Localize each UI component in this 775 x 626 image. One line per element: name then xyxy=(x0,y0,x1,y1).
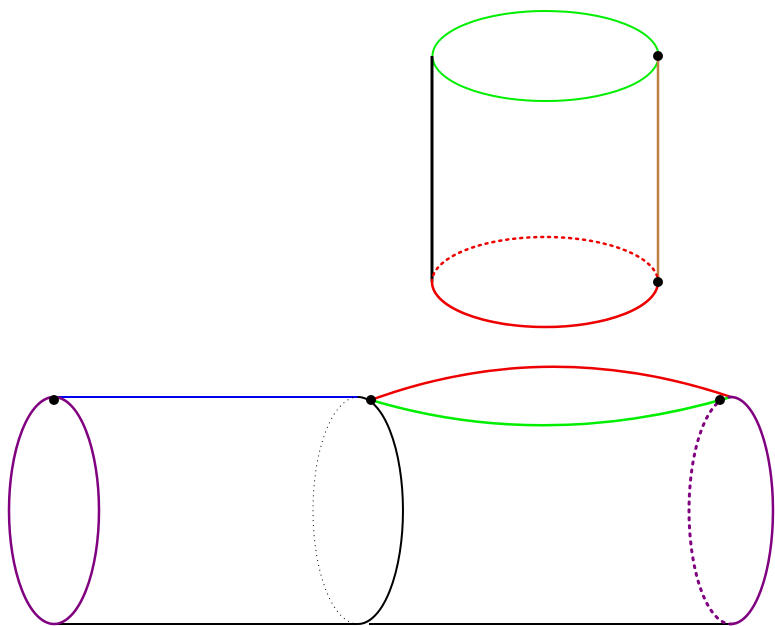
bottom-right-cylinder-vertex-right xyxy=(715,395,725,405)
bottom-right-cylinder-upper-arc xyxy=(370,365,732,402)
bottom-right-cylinder-lower-arc xyxy=(370,395,732,427)
bottom-left-cylinder xyxy=(7,395,404,626)
top-cylinder-bottom-rim-front xyxy=(430,281,660,329)
bottom-right-cylinder-vertex-left xyxy=(366,395,376,405)
bottom-right-cylinder-right-rim-back xyxy=(687,395,733,626)
top-cylinder-bottom-rim-back xyxy=(430,235,660,284)
bottom-right-cylinder xyxy=(366,365,775,626)
top-cylinder-vertex-lower xyxy=(653,277,663,287)
top-cylinder xyxy=(430,10,663,329)
bottom-left-cylinder-right-rim-front xyxy=(357,396,404,625)
bottom-left-cylinder-vertex xyxy=(49,395,59,405)
top-cylinder-top-rim xyxy=(431,10,660,102)
bottom-left-cylinder-right-rim-back xyxy=(312,396,359,625)
top-cylinder-vertex-upper xyxy=(653,51,663,61)
bottom-left-cylinder-left-rim xyxy=(7,395,101,626)
bottom-right-cylinder-right-rim-front xyxy=(730,395,775,626)
